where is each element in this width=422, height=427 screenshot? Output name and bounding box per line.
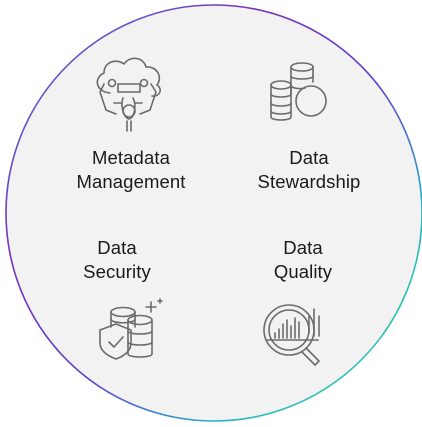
database-coins-icon [270,62,327,121]
data-stewardship-label: Data Stewardship [224,146,394,194]
label-line-2: Stewardship [257,171,361,192]
label-line-2: Security [83,261,151,282]
data-quality-label: Data Quality [218,236,388,284]
database-shield-icon [99,298,163,360]
metadata-management-label: Metadata Management [46,146,216,194]
magnifier-chart-icon [263,304,320,366]
label-line-1: Data [289,147,329,168]
label-line-1: Data [283,237,323,258]
data-security-label: Data Security [32,236,202,284]
label-line-2: Quality [273,261,333,282]
label-line-1: Data [97,237,137,258]
label-line-1: Metadata [92,147,170,168]
cloud-gear-icon [96,57,161,132]
label-line-2: Management [76,171,186,192]
